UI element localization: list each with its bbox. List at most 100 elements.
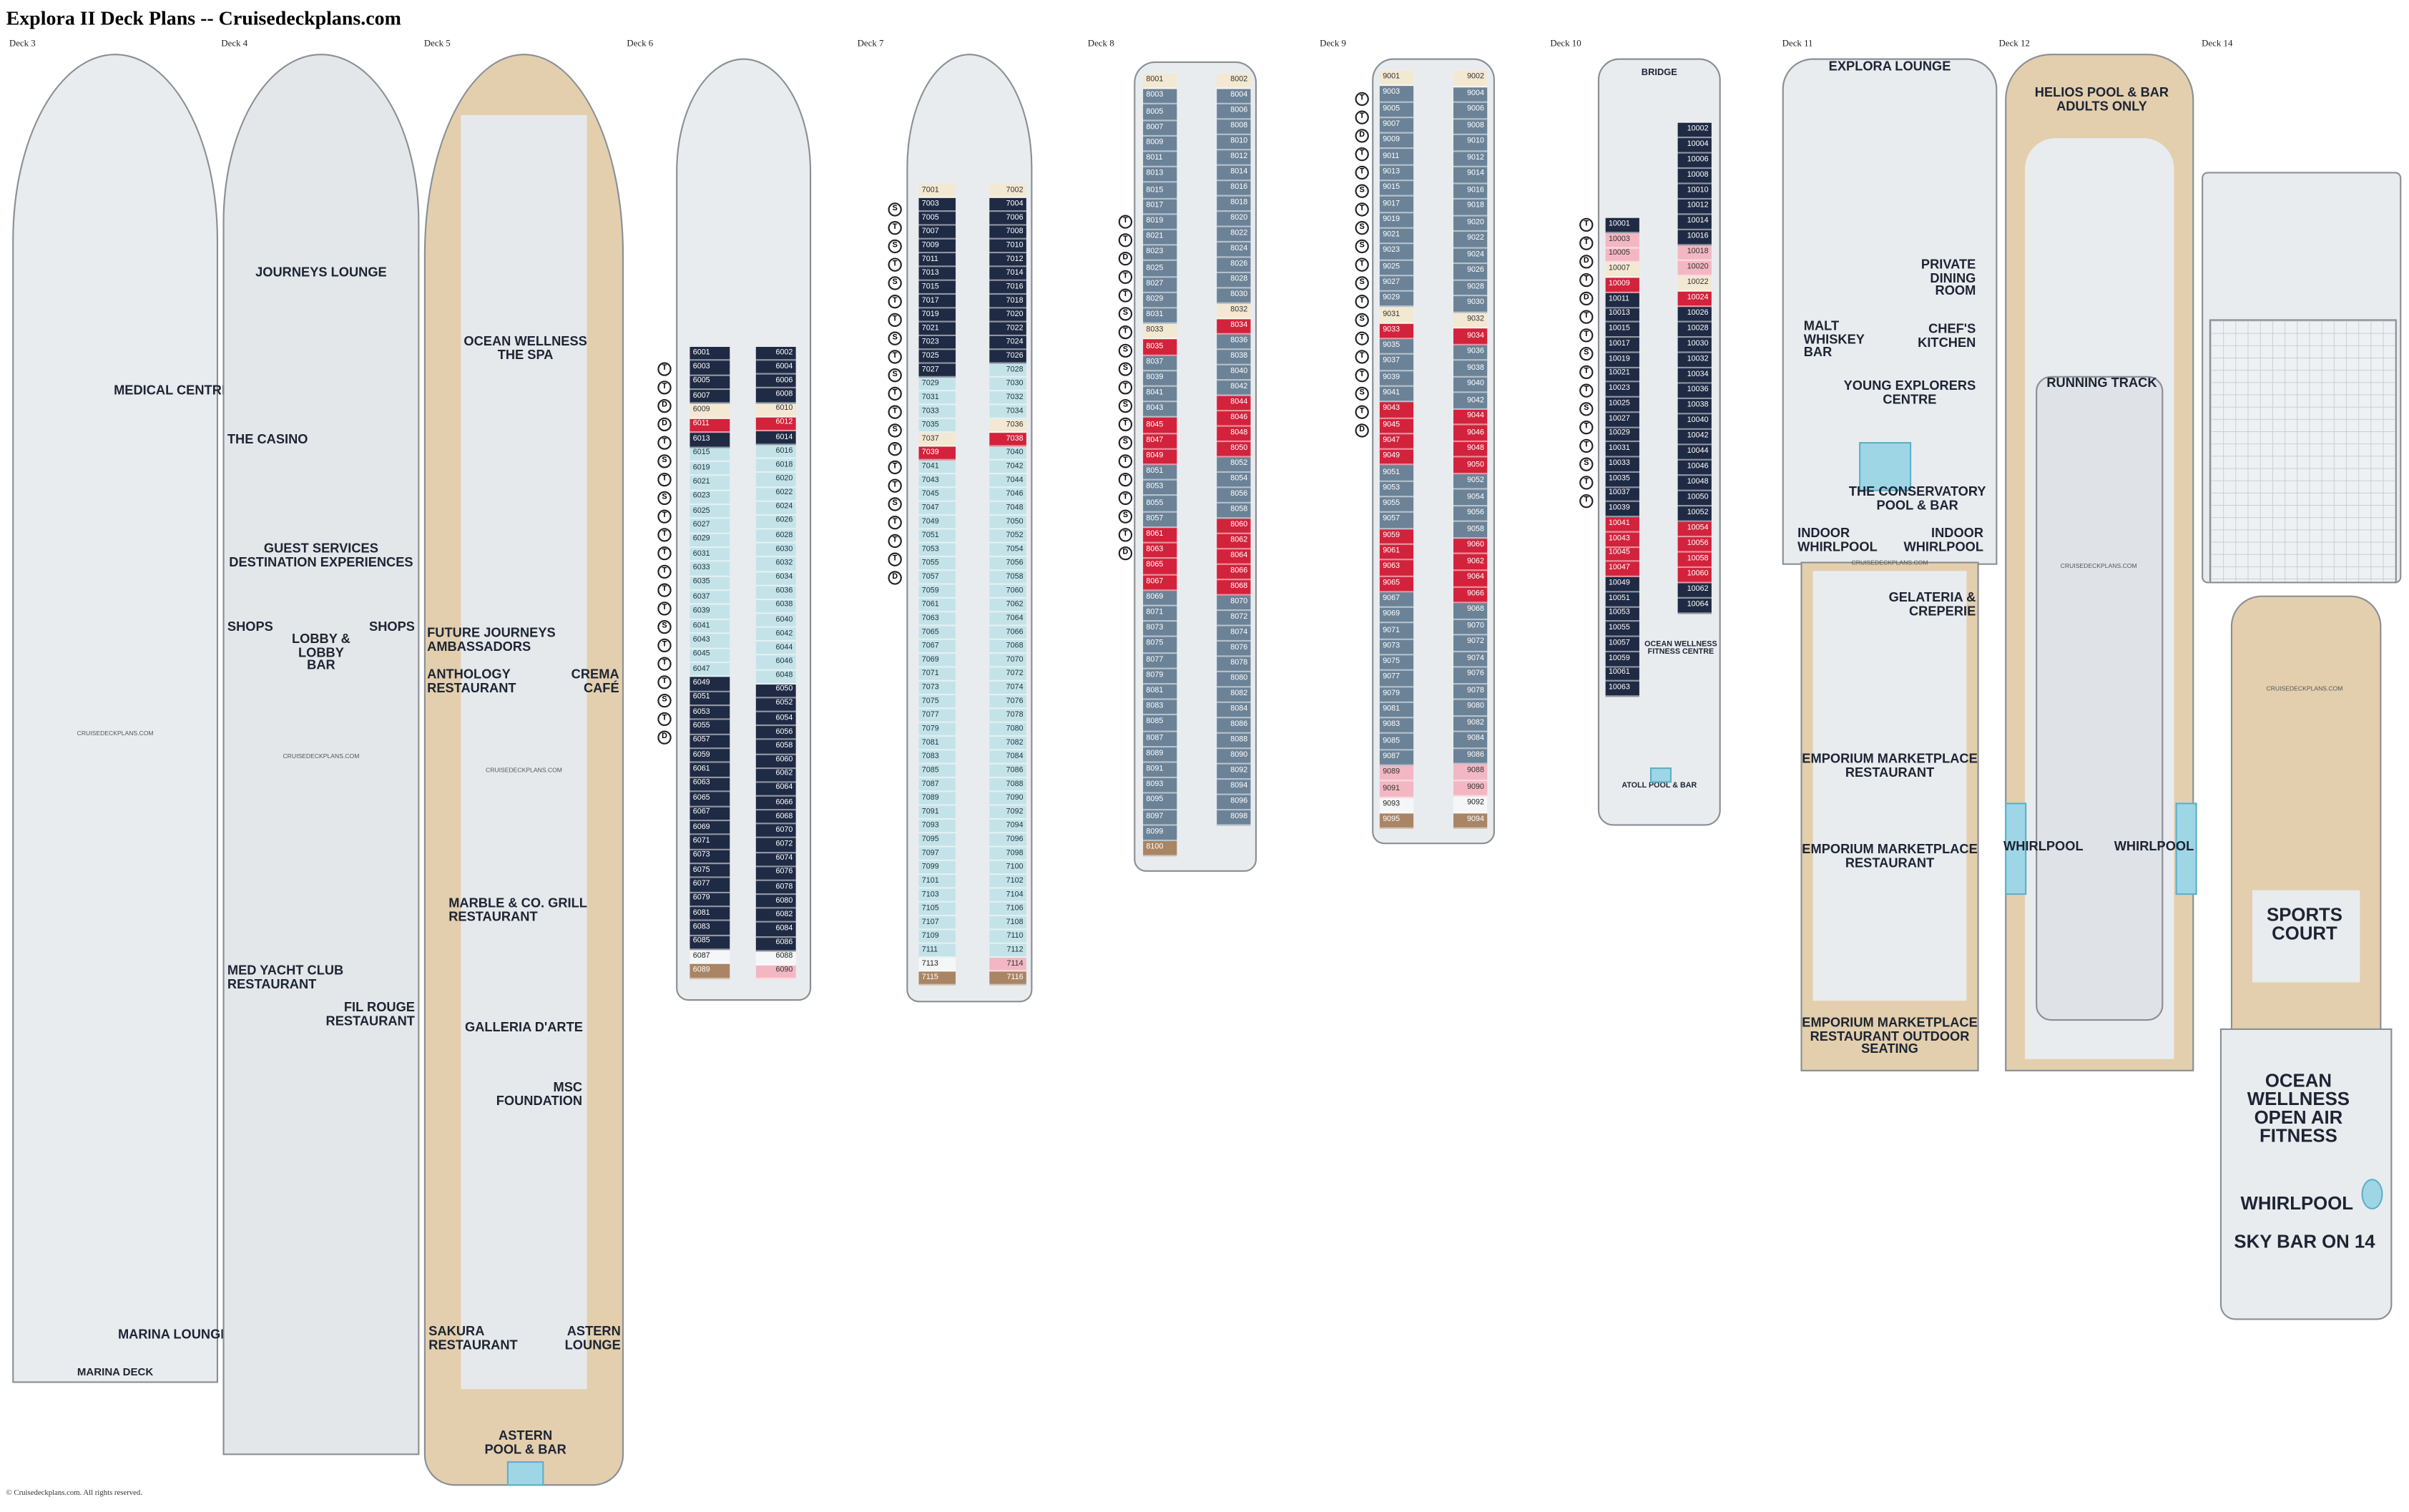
cabin-6046[interactable]: 6046 [755, 656, 796, 670]
cabin-7058[interactable]: 7058 [989, 571, 1026, 585]
venue-chefs-kitchen[interactable]: CHEF'S KITCHEN [1918, 320, 1976, 350]
cabin-10025[interactable]: 10025 [1605, 397, 1639, 413]
cabin-8038[interactable]: 8038 [1217, 350, 1251, 365]
cabin-10021[interactable]: 10021 [1605, 367, 1639, 383]
cabin-10058[interactable]: 10058 [1677, 552, 1712, 569]
cabin-6085[interactable]: 6085 [690, 936, 730, 951]
cabin-10020[interactable]: 10020 [1677, 260, 1712, 277]
cabin-6034[interactable]: 6034 [755, 571, 796, 586]
cabin-7100[interactable]: 7100 [989, 860, 1026, 875]
cabin-10044[interactable]: 10044 [1677, 445, 1712, 461]
cabin-8082[interactable]: 8082 [1217, 687, 1251, 703]
cabin-6005[interactable]: 6005 [690, 375, 730, 391]
cabin-8077[interactable]: 8077 [1143, 653, 1177, 669]
venue-crema-cafe[interactable]: CREMA CAFÉ [571, 666, 619, 695]
cabin-6018[interactable]: 6018 [755, 459, 796, 473]
cabin-7013[interactable]: 7013 [918, 267, 956, 281]
cabin-6015[interactable]: 6015 [690, 447, 730, 462]
cabin-6010[interactable]: 6010 [755, 403, 796, 418]
cabin-6040[interactable]: 6040 [755, 614, 796, 628]
cabin-7106[interactable]: 7106 [989, 902, 1026, 917]
cabin-6057[interactable]: 6057 [690, 735, 730, 750]
cabin-7007[interactable]: 7007 [918, 225, 956, 240]
cabin-7036[interactable]: 7036 [989, 418, 1026, 433]
cabin-8063[interactable]: 8063 [1143, 543, 1177, 559]
cabin-7023[interactable]: 7023 [918, 335, 956, 350]
cabin-8020[interactable]: 8020 [1217, 212, 1251, 227]
cabin-9069[interactable]: 9069 [1379, 608, 1414, 624]
cabin-10007[interactable]: 10007 [1605, 262, 1639, 278]
cabin-9005[interactable]: 9005 [1379, 102, 1414, 119]
cabin-7066[interactable]: 7066 [989, 626, 1026, 640]
cabin-8064[interactable]: 8064 [1217, 549, 1251, 565]
cabin-7053[interactable]: 7053 [918, 543, 956, 557]
cabin-10055[interactable]: 10055 [1605, 622, 1639, 637]
cabin-7073[interactable]: 7073 [918, 681, 956, 696]
cabin-7109[interactable]: 7109 [918, 930, 956, 944]
cabin-8071[interactable]: 8071 [1143, 606, 1177, 622]
cabin-9061[interactable]: 9061 [1379, 544, 1414, 561]
cabin-9082[interactable]: 9082 [1453, 716, 1488, 732]
cabin-7087[interactable]: 7087 [918, 778, 956, 792]
cabin-6041[interactable]: 6041 [690, 619, 730, 634]
cabin-7104[interactable]: 7104 [989, 888, 1026, 903]
cabin-8072[interactable]: 8072 [1217, 611, 1251, 627]
cabin-10031[interactable]: 10031 [1605, 442, 1639, 458]
cabin-7055[interactable]: 7055 [918, 556, 956, 571]
cabin-7084[interactable]: 7084 [989, 750, 1026, 765]
venue-gelateria[interactable]: GELATERIA & CREPERIE [1888, 589, 1976, 618]
cabin-7003[interactable]: 7003 [918, 197, 956, 212]
cabin-6056[interactable]: 6056 [755, 726, 796, 741]
cabin-8047[interactable]: 8047 [1143, 433, 1177, 450]
cabin-7068[interactable]: 7068 [989, 639, 1026, 654]
cabin-9072[interactable]: 9072 [1453, 635, 1488, 652]
cabin-9018[interactable]: 9018 [1453, 200, 1488, 216]
cabin-8028[interactable]: 8028 [1217, 273, 1251, 289]
cabin-9013[interactable]: 9013 [1379, 165, 1414, 182]
cabin-7038[interactable]: 7038 [989, 433, 1026, 447]
cabin-10039[interactable]: 10039 [1605, 502, 1639, 518]
cabin-7115[interactable]: 7115 [918, 971, 956, 986]
cabin-6073[interactable]: 6073 [690, 849, 730, 865]
cabin-6012[interactable]: 6012 [755, 417, 796, 431]
cabin-9058[interactable]: 9058 [1453, 522, 1488, 539]
cabin-6042[interactable]: 6042 [755, 627, 796, 642]
cabin-10009[interactable]: 10009 [1605, 278, 1639, 293]
cabin-8015[interactable]: 8015 [1143, 183, 1177, 200]
cabin-7024[interactable]: 7024 [989, 335, 1026, 350]
cabin-10019[interactable]: 10019 [1605, 353, 1639, 368]
cabin-10010[interactable]: 10010 [1677, 184, 1712, 200]
cabin-8069[interactable]: 8069 [1143, 590, 1177, 607]
cabin-10035[interactable]: 10035 [1605, 472, 1639, 488]
cabin-8046[interactable]: 8046 [1217, 411, 1251, 427]
cabin-8061[interactable]: 8061 [1143, 527, 1177, 544]
cabin-9079[interactable]: 9079 [1379, 687, 1414, 703]
cabin-6059[interactable]: 6059 [690, 749, 730, 764]
cabin-8007[interactable]: 8007 [1143, 120, 1177, 137]
cabin-9083[interactable]: 9083 [1379, 718, 1414, 735]
cabin-9037[interactable]: 9037 [1379, 355, 1414, 371]
cabin-6028[interactable]: 6028 [755, 529, 796, 544]
cabin-6058[interactable]: 6058 [755, 740, 796, 755]
cabin-8010[interactable]: 8010 [1217, 134, 1251, 151]
cabin-10038[interactable]: 10038 [1677, 398, 1712, 415]
cabin-7015[interactable]: 7015 [918, 280, 956, 295]
cabin-10040[interactable]: 10040 [1677, 414, 1712, 430]
cabin-7050[interactable]: 7050 [989, 516, 1026, 530]
cabin-9027[interactable]: 9027 [1379, 275, 1414, 293]
venue-astern-lounge[interactable]: ASTERN LOUNGE [564, 1322, 621, 1352]
cabin-7079[interactable]: 7079 [918, 722, 956, 737]
cabin-7045[interactable]: 7045 [918, 488, 956, 502]
cabin-7071[interactable]: 7071 [918, 667, 956, 682]
cabin-9055[interactable]: 9055 [1379, 497, 1414, 514]
cabin-6031[interactable]: 6031 [690, 548, 730, 563]
cabin-6008[interactable]: 6008 [755, 388, 796, 403]
cabin-9095[interactable]: 9095 [1379, 813, 1414, 830]
cabin-9021[interactable]: 9021 [1379, 228, 1414, 245]
cabin-9077[interactable]: 9077 [1379, 671, 1414, 687]
cabin-6045[interactable]: 6045 [690, 648, 730, 663]
cabin-8044[interactable]: 8044 [1217, 396, 1251, 412]
cabin-6035[interactable]: 6035 [690, 576, 730, 591]
cabin-8024[interactable]: 8024 [1217, 242, 1251, 258]
cabin-8084[interactable]: 8084 [1217, 702, 1251, 719]
